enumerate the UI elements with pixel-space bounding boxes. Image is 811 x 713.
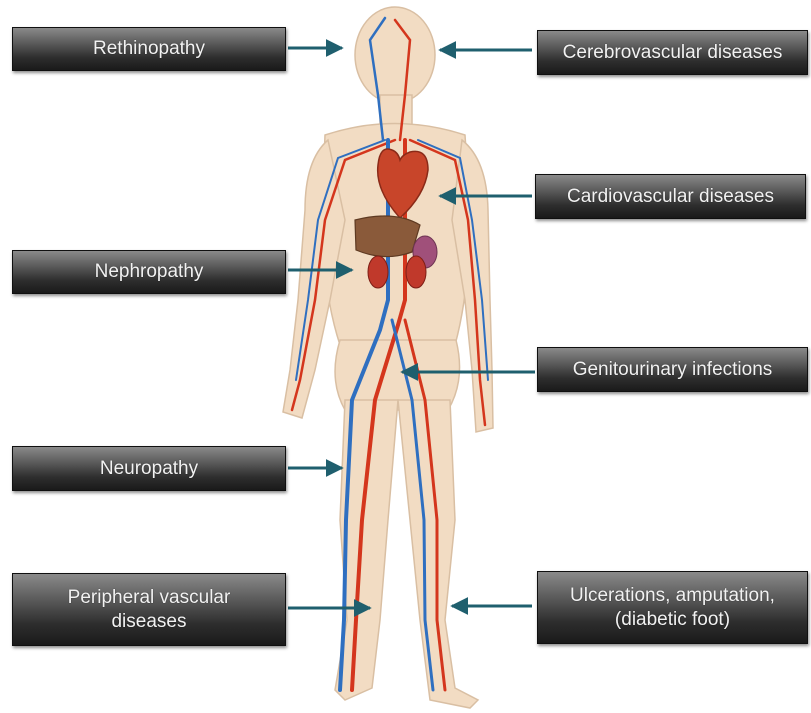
label-nephropathy: Nephropathy bbox=[12, 250, 286, 294]
liver bbox=[355, 216, 420, 257]
right-kidney bbox=[406, 256, 426, 288]
label-ulcerations: Ulcerations, amputation, (diabetic foot) bbox=[537, 571, 808, 644]
label-cardiovascular: Cardiovascular diseases bbox=[535, 174, 806, 219]
label-retinopathy: Rethinopathy bbox=[12, 27, 286, 71]
left-kidney bbox=[368, 256, 388, 288]
label-neuropathy: Neuropathy bbox=[12, 446, 286, 491]
label-genitourinary: Genitourinary infections bbox=[537, 347, 808, 392]
neck bbox=[380, 95, 412, 125]
label-cerebrovascular: Cerebrovascular diseases bbox=[537, 30, 808, 75]
label-peripheral-vascular: Peripheral vascular diseases bbox=[12, 573, 286, 646]
